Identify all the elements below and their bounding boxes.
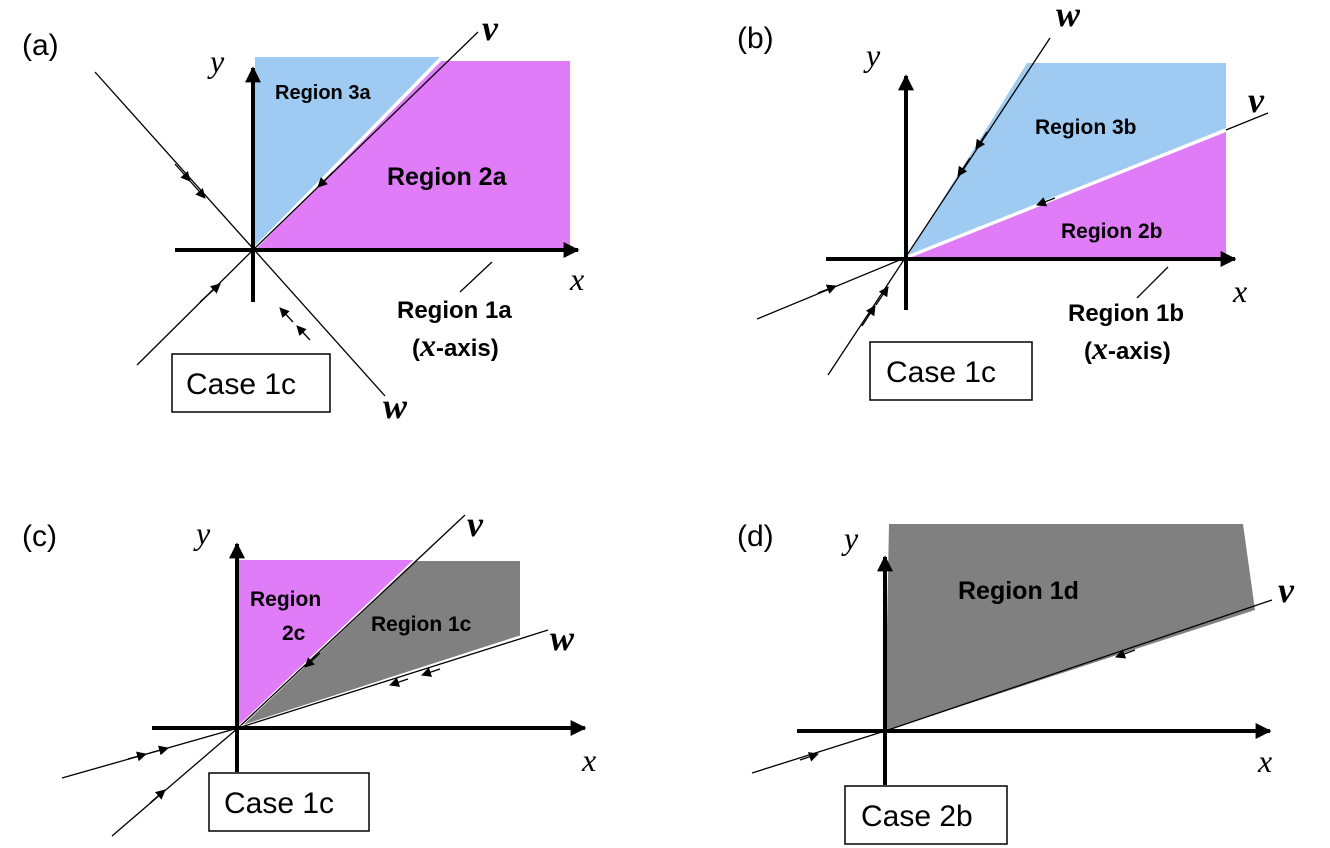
- v-line-b: [906, 128, 1227, 259]
- arrow-a-w-3: [296, 325, 311, 341]
- region-1a-sublabel: (x-axis): [412, 327, 499, 363]
- w-line-b: [827, 37, 1051, 376]
- region-1d-area: [885, 524, 1255, 731]
- v-label-a: v: [482, 8, 499, 48]
- region-1d-label: Region 1d: [958, 577, 1079, 605]
- region-3b-area: [907, 63, 1226, 257]
- region-3a-area: [255, 57, 440, 246]
- region-1b-sublabel: (x-axis): [1084, 330, 1171, 366]
- arrow-c-w-1: [421, 667, 441, 677]
- v-label-c: v: [467, 504, 484, 544]
- case-label-a: Case 1c: [186, 368, 296, 401]
- panel-c: (c) y x v w Region 2c Region 1c Case 1c: [22, 504, 596, 837]
- panel-c-tag: (c): [22, 520, 57, 553]
- arrow-b-lower-w-2: [875, 286, 889, 306]
- arrow-b-lower-v: [817, 284, 837, 294]
- region-1c-label: Region 1c: [371, 613, 472, 636]
- v-line-b-ext: [1225, 112, 1269, 131]
- w-label-b: w: [1056, 0, 1081, 34]
- y-label-b: y: [863, 37, 881, 73]
- arrow-c-lower-w-2: [149, 745, 169, 756]
- case-box-b: [869, 341, 1033, 401]
- region-1a-pointer: [459, 261, 493, 293]
- w-label-a: w: [383, 386, 408, 426]
- arrow-a-v: [317, 171, 334, 188]
- region-1b-label: Region 1b: [1068, 300, 1184, 327]
- case-box-a: [171, 353, 331, 413]
- region-2c-label-1: Region: [250, 588, 321, 611]
- y-label-a: y: [207, 43, 225, 79]
- arrow-a-w-4: [279, 307, 294, 323]
- case-label-c: Case 1c: [224, 787, 334, 820]
- w-label-c: w: [550, 618, 575, 658]
- arrow-b-w-2: [957, 157, 971, 177]
- arrow-c-w-2: [389, 677, 409, 687]
- arrow-a-lower: [199, 283, 221, 303]
- v-line-d-lower: [751, 730, 886, 774]
- y-label-d: y: [841, 520, 859, 556]
- panel-b-tag: (b): [737, 22, 774, 55]
- v-line-d: [884, 599, 1273, 732]
- panel-d-tag: (d): [737, 520, 774, 553]
- region-2b-label: Region 2b: [1061, 220, 1163, 243]
- arrow-d-lower: [799, 752, 819, 762]
- x-label-c: x: [581, 742, 596, 778]
- region-2a-label: Region 2a: [387, 163, 508, 191]
- trajectory-a-lower: [136, 249, 254, 366]
- panel-d: (d) y x v Region 1d Case 2b: [737, 520, 1295, 845]
- arrow-b-v: [1036, 197, 1056, 207]
- region-1b-pointer: [1136, 266, 1169, 299]
- region-2a-area: [255, 61, 570, 248]
- region-3a-label: Region 3a: [275, 82, 371, 104]
- x-label-b: x: [1232, 273, 1247, 309]
- v-line-a-ext: [252, 31, 479, 251]
- arrow-c-lower-v: [149, 789, 166, 804]
- region-1a-label: Region 1a: [397, 297, 512, 324]
- panel-b: (b) y x v w Region 3b Region 2b Region 1…: [737, 0, 1269, 401]
- x-label-d: x: [1257, 743, 1272, 779]
- panel-a-tag: (a): [22, 29, 59, 62]
- arrow-c-v: [304, 652, 321, 668]
- region-3b-label: Region 3b: [1035, 116, 1137, 139]
- y-label-c: y: [193, 515, 211, 551]
- w-line-a: [94, 71, 386, 397]
- panel-a: (a) y x v w Region 3a Region 2a Region 1…: [22, 8, 584, 426]
- arrow-a-w-1: [174, 163, 191, 182]
- arrow-a-w-2: [189, 180, 206, 199]
- trajectory-c-lower-v: [111, 727, 239, 837]
- v-label-d: v: [1278, 570, 1295, 610]
- case-label-b: Case 1c: [886, 356, 996, 389]
- arrow-b-w-1: [975, 131, 988, 150]
- arrow-c-lower-w-1: [127, 751, 147, 762]
- region-1c-area: [238, 561, 520, 728]
- arrow-d-v: [1115, 649, 1136, 659]
- region-3b-upper: [907, 63, 1050, 257]
- v-label-b: v: [1248, 80, 1265, 120]
- region-2b-area: [912, 132, 1226, 257]
- region-2c-label-2: 2c: [282, 622, 306, 645]
- case-box-d: [844, 785, 1008, 845]
- case-box-c: [208, 772, 370, 832]
- arrow-b-lower-w-1: [861, 305, 876, 327]
- x-label-a: x: [569, 261, 584, 297]
- v-line-a: [251, 48, 452, 252]
- case-label-d: Case 2b: [861, 800, 973, 833]
- v-line-c-ext: [237, 514, 466, 729]
